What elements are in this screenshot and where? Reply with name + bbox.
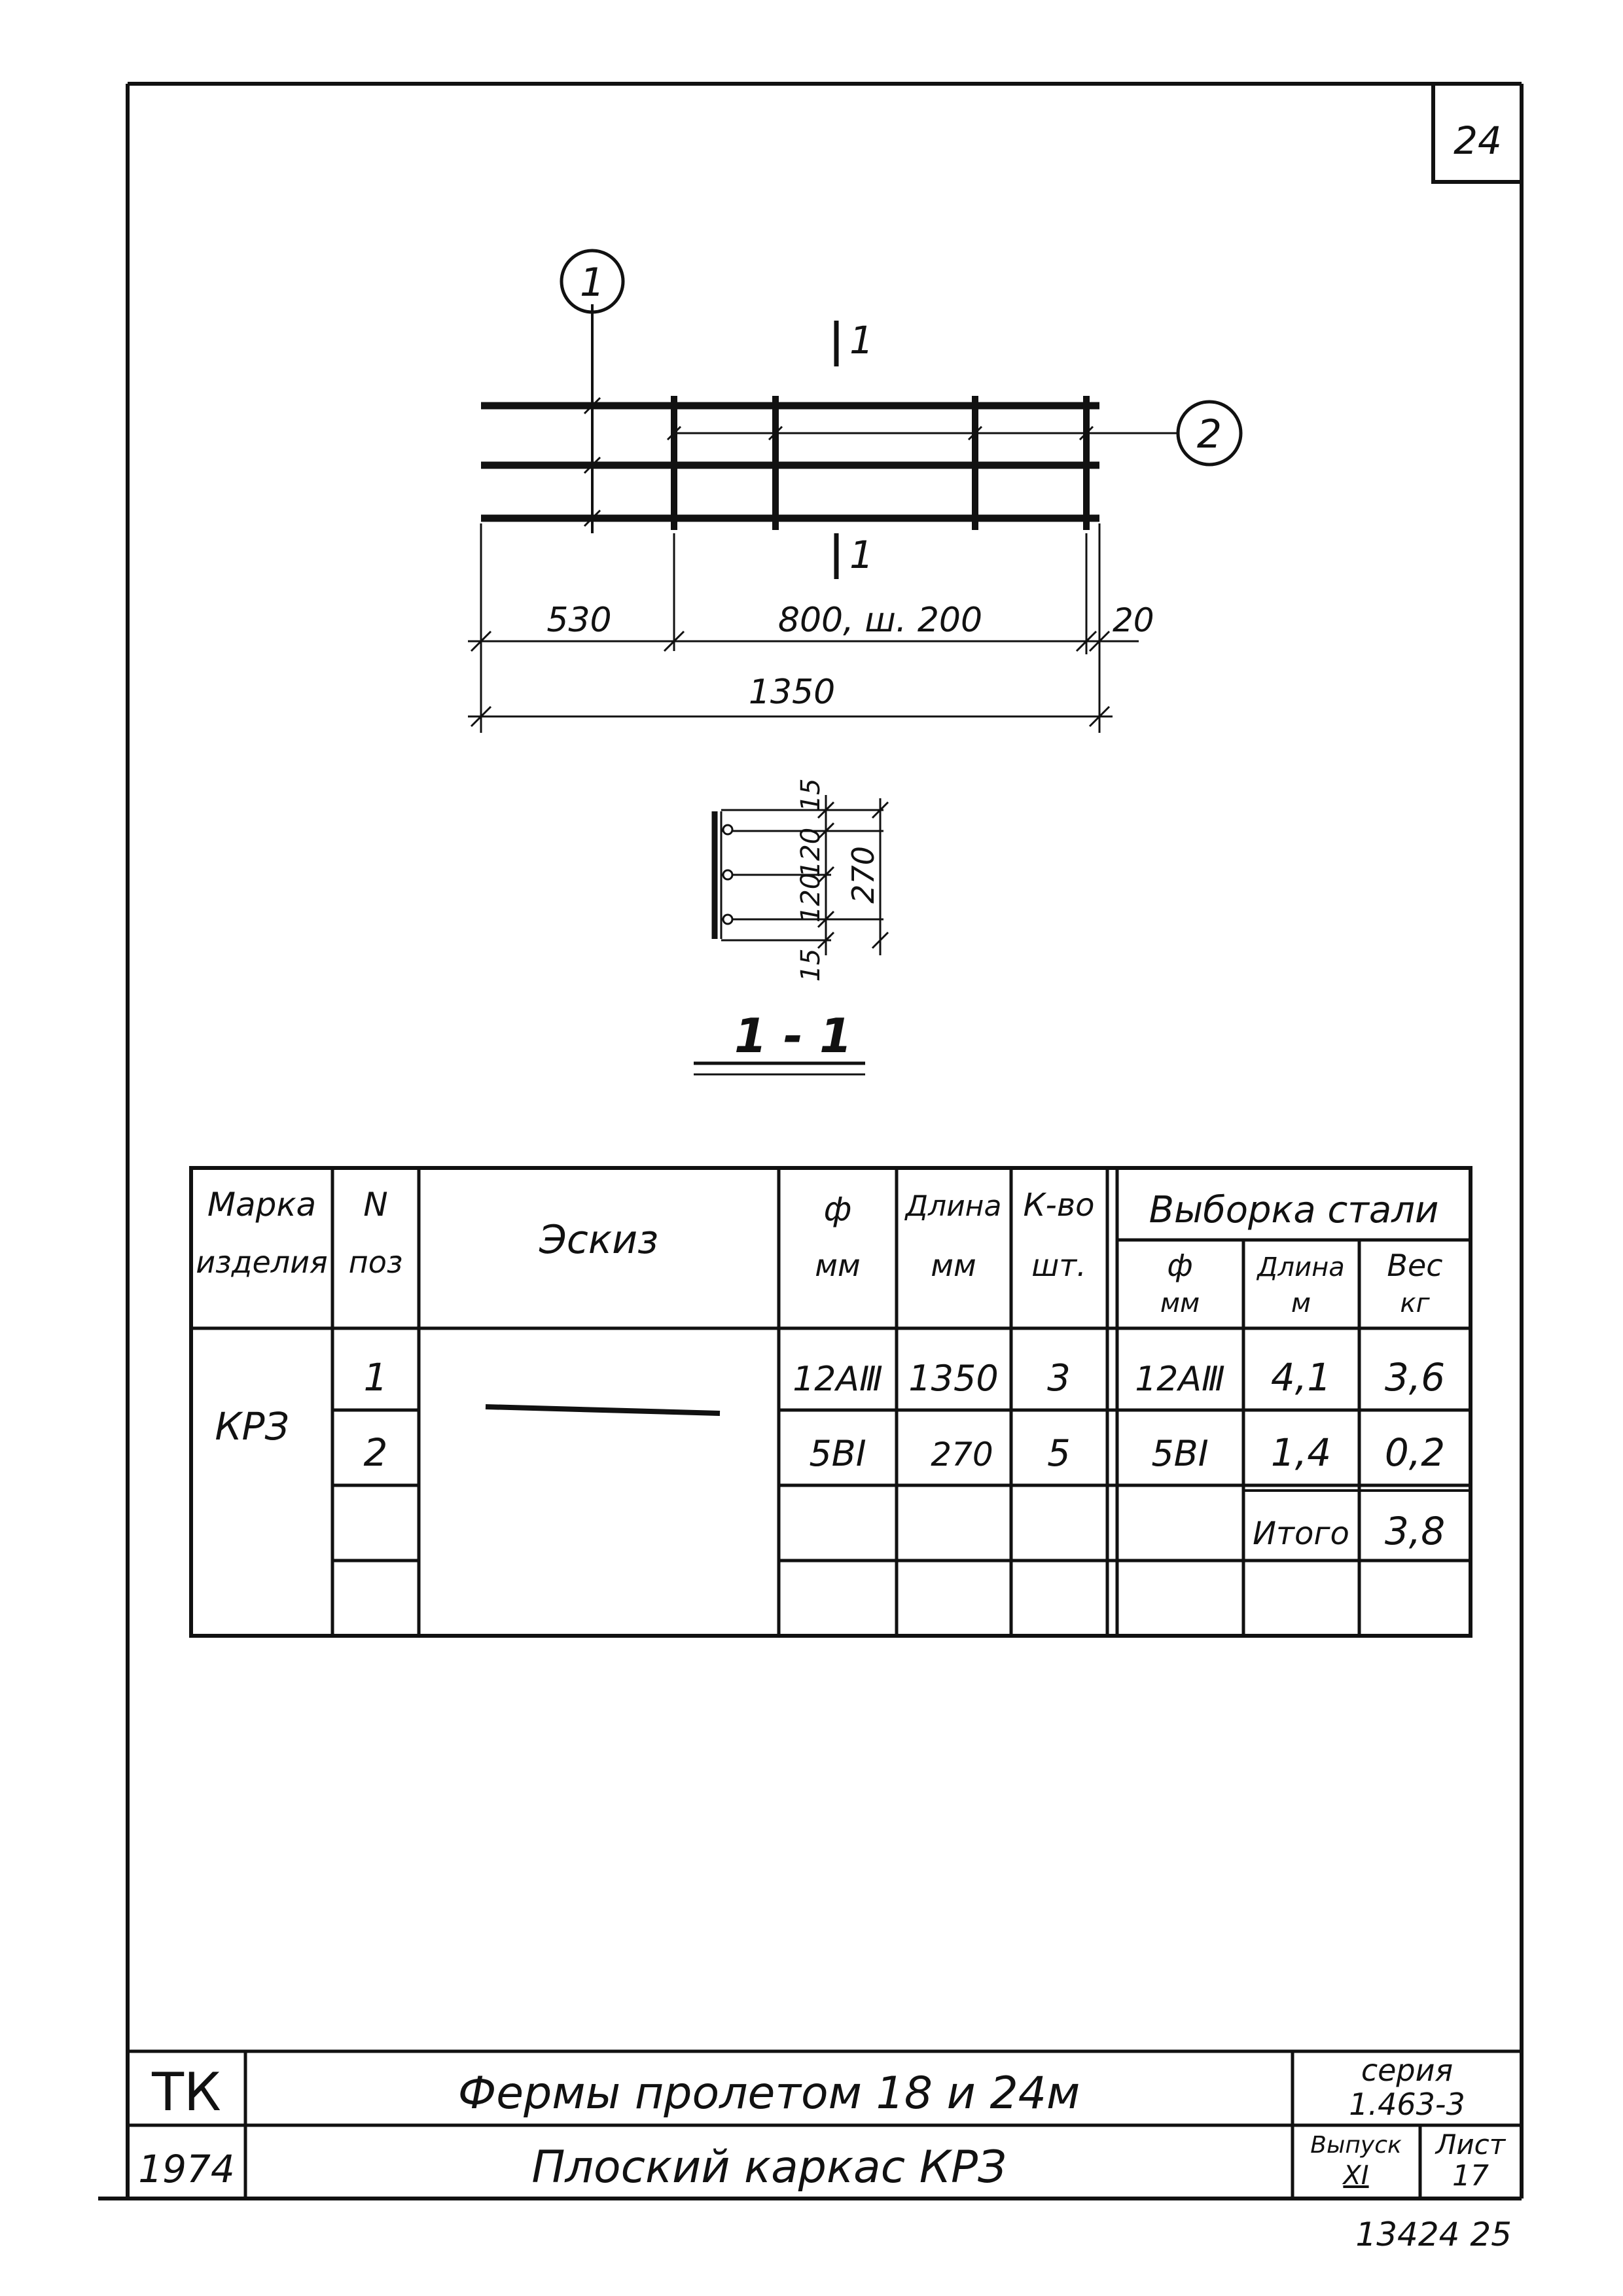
hdr-len-1: Длина <box>904 1190 1002 1223</box>
longitudinal-bars <box>481 402 1099 522</box>
callout-2-label: 2 <box>1197 412 1222 457</box>
row1-qty: 3 <box>1047 1357 1071 1400</box>
hdr-qty-1: К-во <box>1023 1187 1094 1224</box>
row1-steel-dia: 12АⅢ <box>1135 1360 1225 1399</box>
frame-elevation: 1 2 1 1 530 800, <box>468 249 1243 733</box>
section-title: 1 - 1 <box>734 1008 852 1063</box>
issue-value: XI <box>1342 2161 1368 2191</box>
sheet-frame <box>98 82 1524 2200</box>
callout-1-label: 1 <box>580 260 605 306</box>
hdr-mark-2: изделия <box>196 1245 327 1280</box>
row1-steel-wt: 3,6 <box>1385 1355 1445 1400</box>
hdr-steel-len-2: м <box>1291 1288 1311 1318</box>
hdr-pos-2: поз <box>349 1245 403 1280</box>
dim-800: 800, ш. 200 <box>778 601 982 640</box>
series-value: 1.463-3 <box>1349 2087 1465 2122</box>
hdr-mark-1: Марка <box>207 1186 316 1224</box>
hdr-steel-group: Выборка стали <box>1149 1189 1439 1231</box>
hdr-qty-2: шт. <box>1031 1248 1086 1283</box>
row2-steel-wt: 0,2 <box>1385 1430 1445 1475</box>
hdr-steel-dia-1: ф <box>1167 1248 1192 1283</box>
row2-steel-len: 1,4 <box>1271 1430 1331 1475</box>
row1-pos: 1 <box>364 1355 388 1400</box>
table-row: 1 12АⅢ 1350 3 12АⅢ 4,1 3,6 <box>364 1355 1446 1400</box>
row1-steel-len: 4,1 <box>1271 1355 1331 1400</box>
year: 1974 <box>138 2147 235 2191</box>
title-line-1: Фермы пролетом 18 и 24м <box>458 2068 1080 2119</box>
section-1-1: 15 120 120 15 270 1 - 1 <box>694 779 889 1076</box>
hdr-steel-wt-1: Вес <box>1387 1248 1442 1283</box>
sketch-bar <box>485 1404 721 1416</box>
section-dim-120-b: 120 <box>796 873 826 923</box>
org-code: ТК <box>151 2062 221 2123</box>
archive-number: 13424 25 <box>1355 2216 1512 2253</box>
issue-label: Выпуск <box>1310 2132 1402 2159</box>
total-label: Итого <box>1253 1515 1349 1552</box>
section-mark-bottom: 1 <box>849 533 874 577</box>
hdr-steel-dia-2: мм <box>1160 1288 1200 1318</box>
section-mark-top: 1 <box>849 318 874 362</box>
hdr-dia-1: ф <box>824 1190 852 1228</box>
hdr-sketch: Эскиз <box>539 1217 658 1263</box>
sheet-label: Лист <box>1435 2128 1507 2161</box>
section-dim-120-a: 120 <box>796 828 826 877</box>
row1-len: 1350 <box>908 1358 998 1399</box>
dim-530: 530 <box>546 601 611 640</box>
series-label: серия <box>1361 2053 1453 2088</box>
hdr-pos-1: N <box>363 1186 387 1224</box>
corner-number-box: 24 <box>1431 84 1522 184</box>
hdr-steel-len-1: Длина <box>1256 1252 1344 1282</box>
row2-dia: 5BI <box>809 1433 866 1474</box>
row2-qty: 5 <box>1047 1432 1071 1475</box>
table-row: 2 5BI 270 5 5BI 1,4 0,2 <box>364 1430 1446 1475</box>
product-mark: КРЗ <box>215 1404 289 1449</box>
cross-bars <box>671 396 1090 530</box>
section-dim-15-bottom: 15 <box>796 949 826 982</box>
row2-pos: 2 <box>364 1430 388 1475</box>
total-value: 3,8 <box>1385 1509 1445 1553</box>
hdr-len-2: мм <box>931 1248 976 1283</box>
hdr-steel-wt-2: кг <box>1400 1288 1430 1318</box>
title-block: ТК 1974 Фермы пролетом 18 и 24м Плоский … <box>128 2049 1522 2199</box>
row2-steel-dia: 5BI <box>1151 1433 1208 1474</box>
corner-number: 24 <box>1454 118 1502 163</box>
section-dim-270: 270 <box>846 846 881 904</box>
row2-len: 270 <box>931 1436 993 1474</box>
hdr-dia-2: мм <box>815 1248 860 1283</box>
dim-20: 20 <box>1113 601 1154 639</box>
row1-dia: 12АⅢ <box>793 1360 883 1399</box>
sheet-value: 17 <box>1452 2159 1489 2193</box>
title-line-2: Плоский каркас КРЗ <box>531 2142 1006 2193</box>
spec-table: Марка изделия N поз Эскиз ф мм Длина мм … <box>189 1166 1472 1638</box>
callout-1-circle <box>560 249 625 314</box>
section-dim-15-top: 15 <box>796 779 826 812</box>
callout-2-circle <box>1176 400 1243 467</box>
dim-1350: 1350 <box>749 673 835 712</box>
